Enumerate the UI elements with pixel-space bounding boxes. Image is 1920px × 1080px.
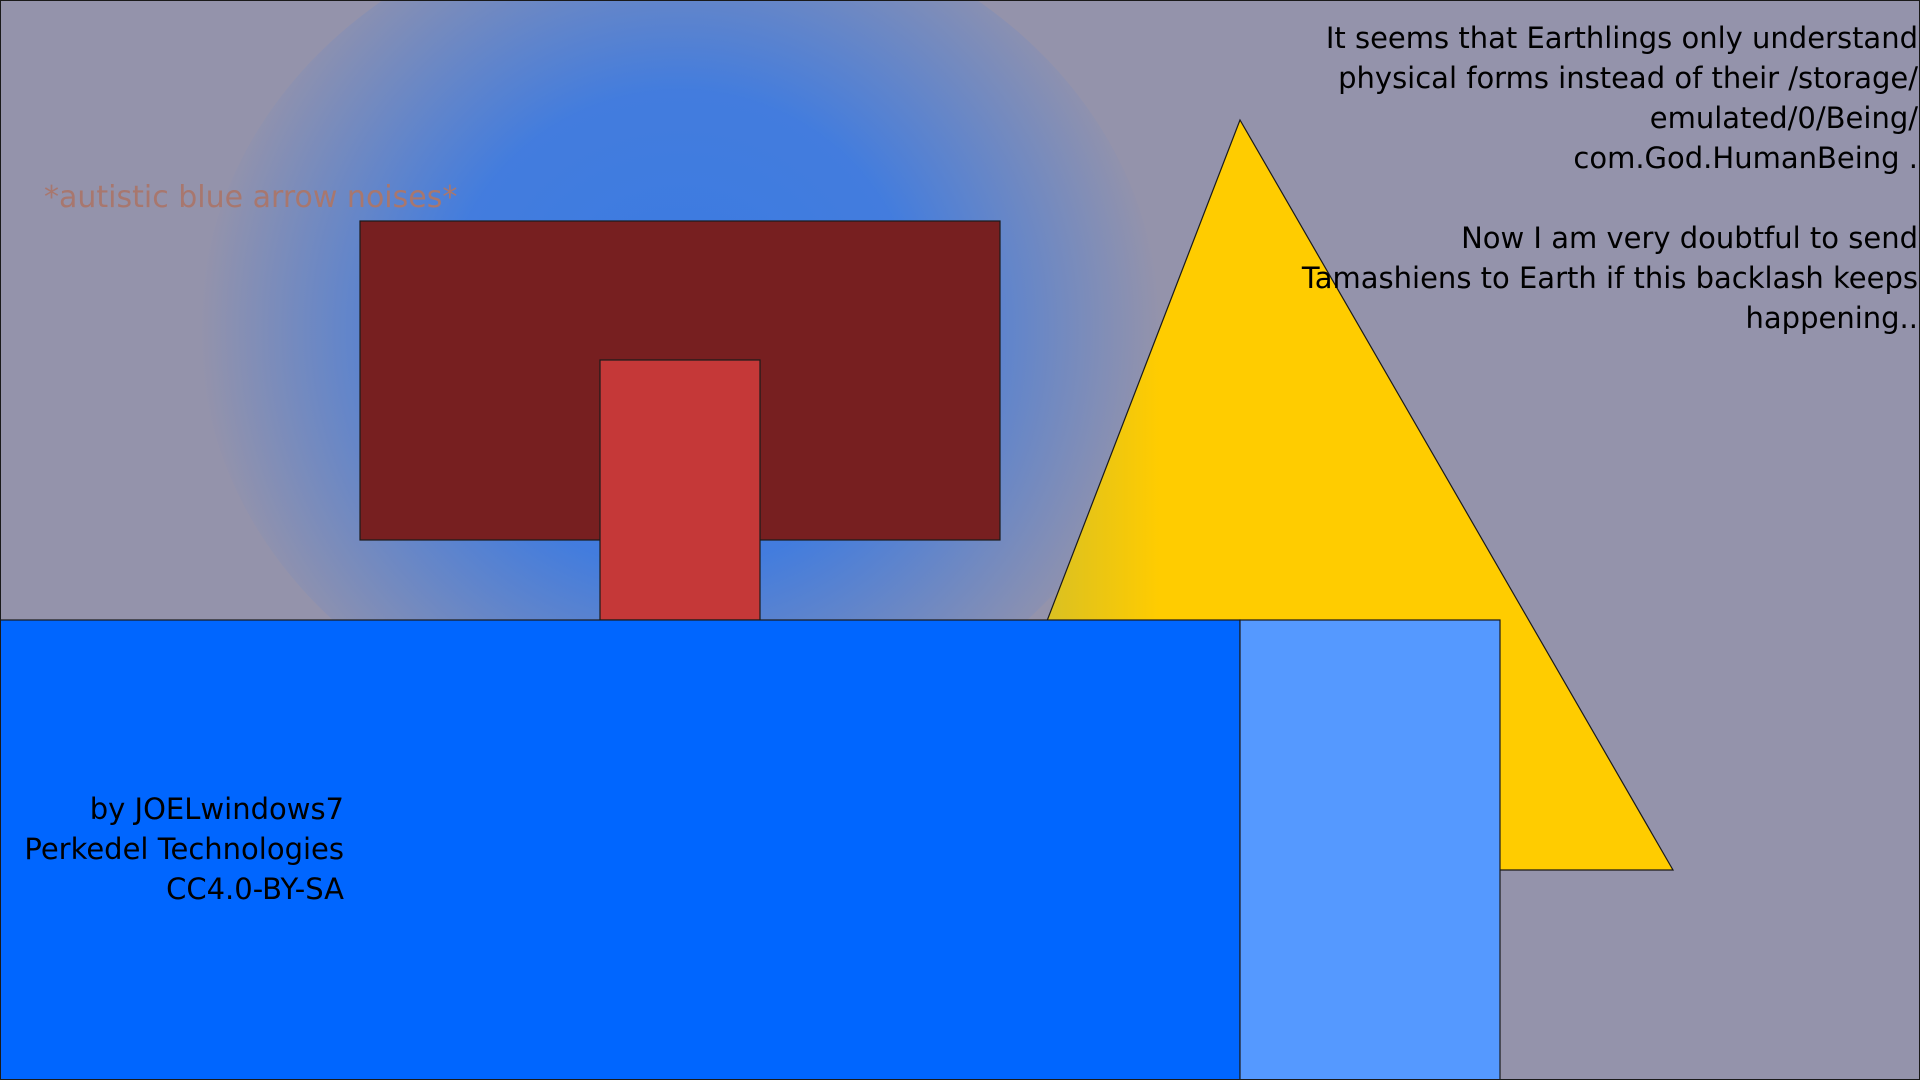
blue-block	[0, 619, 1241, 1080]
quote-text: It seems that Earthlings only understand…	[1301, 21, 1918, 335]
light-blue-block	[1239, 619, 1501, 1080]
credits-text: by JOELwindows7 Perkedel Technologies CC…	[24, 792, 344, 906]
arrow-noises-caption: *autistic blue arrow noises*	[44, 180, 458, 215]
red-rectangle	[599, 359, 761, 621]
